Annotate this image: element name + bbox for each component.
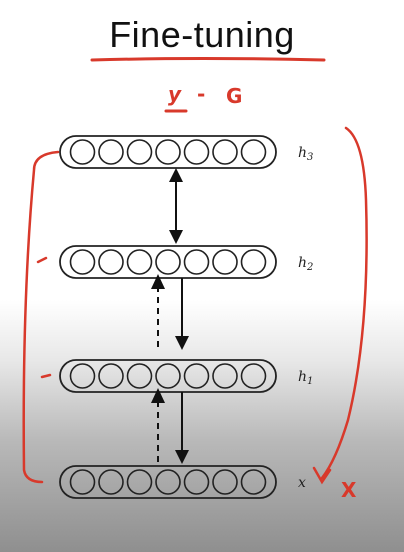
layer-h3-label: h3	[298, 145, 313, 163]
layer-h2-capsule	[59, 245, 277, 279]
right-bracket	[320, 126, 368, 480]
layer-h3-unit	[126, 139, 153, 165]
layer-h1-unit	[212, 363, 238, 389]
layer-h1-unit	[155, 363, 181, 389]
layer-x-unit	[69, 469, 96, 495]
layer-h1-unit	[98, 363, 124, 389]
layer-h2-unit	[155, 249, 181, 275]
layer-h2-unit	[98, 249, 124, 275]
handwritten-x: X	[341, 478, 357, 502]
layer-h1-unit	[69, 363, 96, 389]
layer-x-capsule	[59, 465, 277, 499]
layer-h2-unit	[69, 249, 96, 275]
left-tick-h1	[40, 373, 52, 379]
layer-x-unit	[98, 469, 124, 495]
arrow-head-up-h3	[169, 168, 183, 182]
layer-h3-unit	[98, 139, 124, 165]
layer-h1-label: h1	[298, 369, 313, 387]
right-bracket-arrowhead	[312, 466, 332, 485]
solid-arrow-head-down-x	[175, 450, 189, 464]
left-bracket	[22, 150, 60, 484]
layer-h2-label: h2	[298, 255, 313, 273]
layer-h3-unit	[69, 139, 96, 165]
layer-h1-unit	[126, 363, 153, 389]
annotation-dash: -	[197, 82, 205, 106]
layer-x-unit	[155, 469, 181, 495]
layers-group: h3 h2 h1 x	[59, 135, 313, 499]
layer-h2-unit	[240, 249, 267, 275]
layer-x-unit	[126, 469, 153, 495]
title-underline	[90, 57, 326, 62]
layer-h3-unit	[155, 139, 181, 165]
annotation-g: G	[226, 84, 242, 108]
layer-h3-unit	[183, 139, 210, 165]
layer-h1-unit	[183, 363, 210, 389]
layer-x-unit	[240, 469, 267, 495]
left-tick-h2	[36, 256, 48, 264]
page-title: Fine-tuning	[109, 14, 295, 55]
layer-h3-capsule	[59, 135, 277, 169]
layer-x-label: x	[298, 475, 306, 491]
arrow-head-down-h2	[169, 230, 183, 244]
layer-h2-unit	[183, 249, 210, 275]
solid-arrow-head-down-h1	[175, 336, 189, 350]
layer-x-unit	[212, 469, 238, 495]
layer-h1-capsule	[59, 359, 277, 393]
layer-h2-unit	[126, 249, 153, 275]
layer-x-unit	[183, 469, 210, 495]
layer-h1-unit	[240, 363, 267, 389]
layer-h3-unit	[212, 139, 238, 165]
dashed-arrow-head-up-h2	[151, 274, 165, 289]
annotation-y: y	[168, 82, 182, 106]
layer-h3-unit	[240, 139, 267, 165]
layer-h2-unit	[212, 249, 238, 275]
dashed-arrow-head-up-h1	[151, 388, 165, 403]
